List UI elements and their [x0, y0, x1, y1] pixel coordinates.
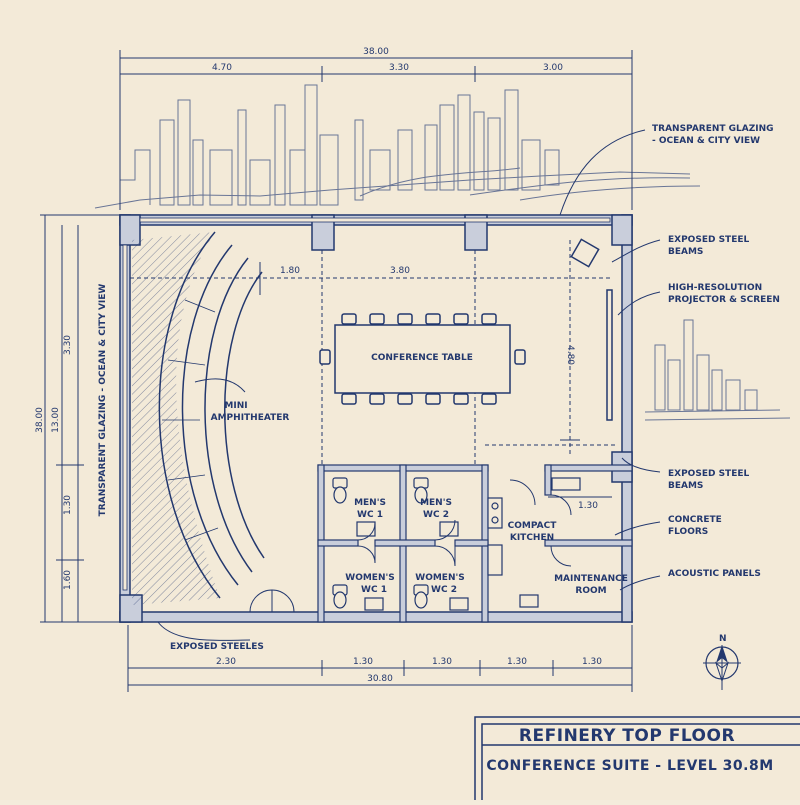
right-skyline-sketch: [644, 319, 791, 421]
callout-leaders: [157, 129, 661, 641]
dim-bottom-seg-1: 2.30: [216, 657, 236, 667]
amphitheater-label-1: MINI: [224, 401, 247, 411]
title-block-subtitle: CONFERENCE SUITE - LEVEL 30.8M: [486, 758, 773, 774]
beams-mid-callout-1: EXPOSED STEEL: [668, 469, 749, 479]
dim-bottom-seg-5: 1.30: [582, 657, 602, 667]
kitchen-label-2: KITCHEN: [510, 533, 554, 543]
dim-bottom-seg-3: 1.30: [432, 657, 452, 667]
beams-mid-callout-2: BEAMS: [668, 481, 703, 491]
kitchen-label-1: COMPACT: [508, 521, 558, 531]
left-dimensions: [40, 214, 120, 623]
dim-left-seg-3: 1.30: [63, 495, 73, 515]
dim-left-seg-1: 3.30: [63, 335, 73, 355]
dim-interior-180: 1.80: [280, 266, 300, 276]
dim-top-seg-1: 4.70: [212, 63, 232, 73]
amphitheater-leader: [194, 378, 246, 393]
dim-bottom-total: 30.80: [367, 674, 393, 684]
north-arrow-icon: [703, 645, 741, 690]
top-dimensions: [119, 50, 633, 210]
dim-bottom-seg-2: 1.30: [353, 657, 373, 667]
dim-top-seg-3: 3.00: [543, 63, 563, 73]
dim-left-seg-4: 1.60: [63, 570, 73, 590]
door-swings: [249, 479, 572, 613]
city-skyline-sketch: [94, 84, 701, 209]
dim-interior-380: 3.80: [390, 266, 410, 276]
restroom-walls: [317, 464, 633, 623]
womens-wc1-label-2: WC 1: [361, 585, 387, 595]
glazing-callout-2: - OCEAN & CITY VIEW: [652, 136, 760, 146]
dim-bottom-seg-4: 1.30: [507, 657, 527, 667]
mens-wc2-label-2: WC 2: [423, 510, 449, 520]
top-glazing-band: [139, 217, 611, 223]
north-label: N: [719, 634, 727, 644]
maintenance-label-2: ROOM: [575, 586, 606, 596]
projector-callout-2: PROJECTOR & SCREEN: [668, 295, 780, 305]
concrete-callout-1: CONCRETE: [668, 515, 722, 525]
womens-wc1-label-1: WOMEN'S: [345, 573, 394, 583]
maintenance-label-1: MAINTENANCE: [554, 574, 628, 584]
acoustic-callout: ACOUSTIC PANELS: [668, 569, 761, 579]
beams-top-callout-1: EXPOSED STEEL: [668, 235, 749, 245]
mens-wc1-label-2: WC 1: [357, 510, 383, 520]
restroom-fixtures: [332, 477, 581, 611]
projector-callout-1: HIGH-RESOLUTION: [668, 283, 762, 293]
womens-wc2-label-2: WC 2: [431, 585, 457, 595]
mens-wc1-label-1: MEN'S: [354, 498, 386, 508]
mini-amphitheater: [132, 231, 265, 605]
conference-table-group: [319, 313, 526, 405]
dim-interior-130: 1.30: [578, 501, 598, 511]
dim-top-total: 38.00: [363, 47, 389, 57]
dim-left-seg-2: 13.00: [51, 407, 61, 433]
title-block-title: REFINERY TOP FLOOR: [519, 726, 735, 746]
steeles-callout: EXPOSED STEELES: [170, 642, 264, 652]
concrete-callout-2: FLOORS: [668, 527, 708, 537]
dim-top-seg-2: 3.30: [389, 63, 409, 73]
dim-interior-480: 4.80: [565, 345, 575, 365]
beams-top-callout-2: BEAMS: [668, 247, 703, 257]
amphitheater-label-2: AMPHITHEATER: [211, 413, 290, 423]
glazing-callout-1: TRANSPARENT GLAZING: [652, 124, 774, 134]
dim-left-total: 38.00: [35, 407, 45, 433]
projector-screen: [570, 238, 613, 421]
mens-wc2-label-1: MEN'S: [420, 498, 452, 508]
bottom-dimensions: [127, 625, 633, 692]
left-glazing-note: TRANSPARENT GLAZING - OCEAN & CITY VIEW: [98, 284, 108, 517]
conference-table-label: CONFERENCE TABLE: [371, 353, 473, 363]
title-block-frame: [474, 716, 800, 800]
womens-wc2-label-1: WOMEN'S: [415, 573, 464, 583]
left-glazing-band: [122, 244, 128, 591]
